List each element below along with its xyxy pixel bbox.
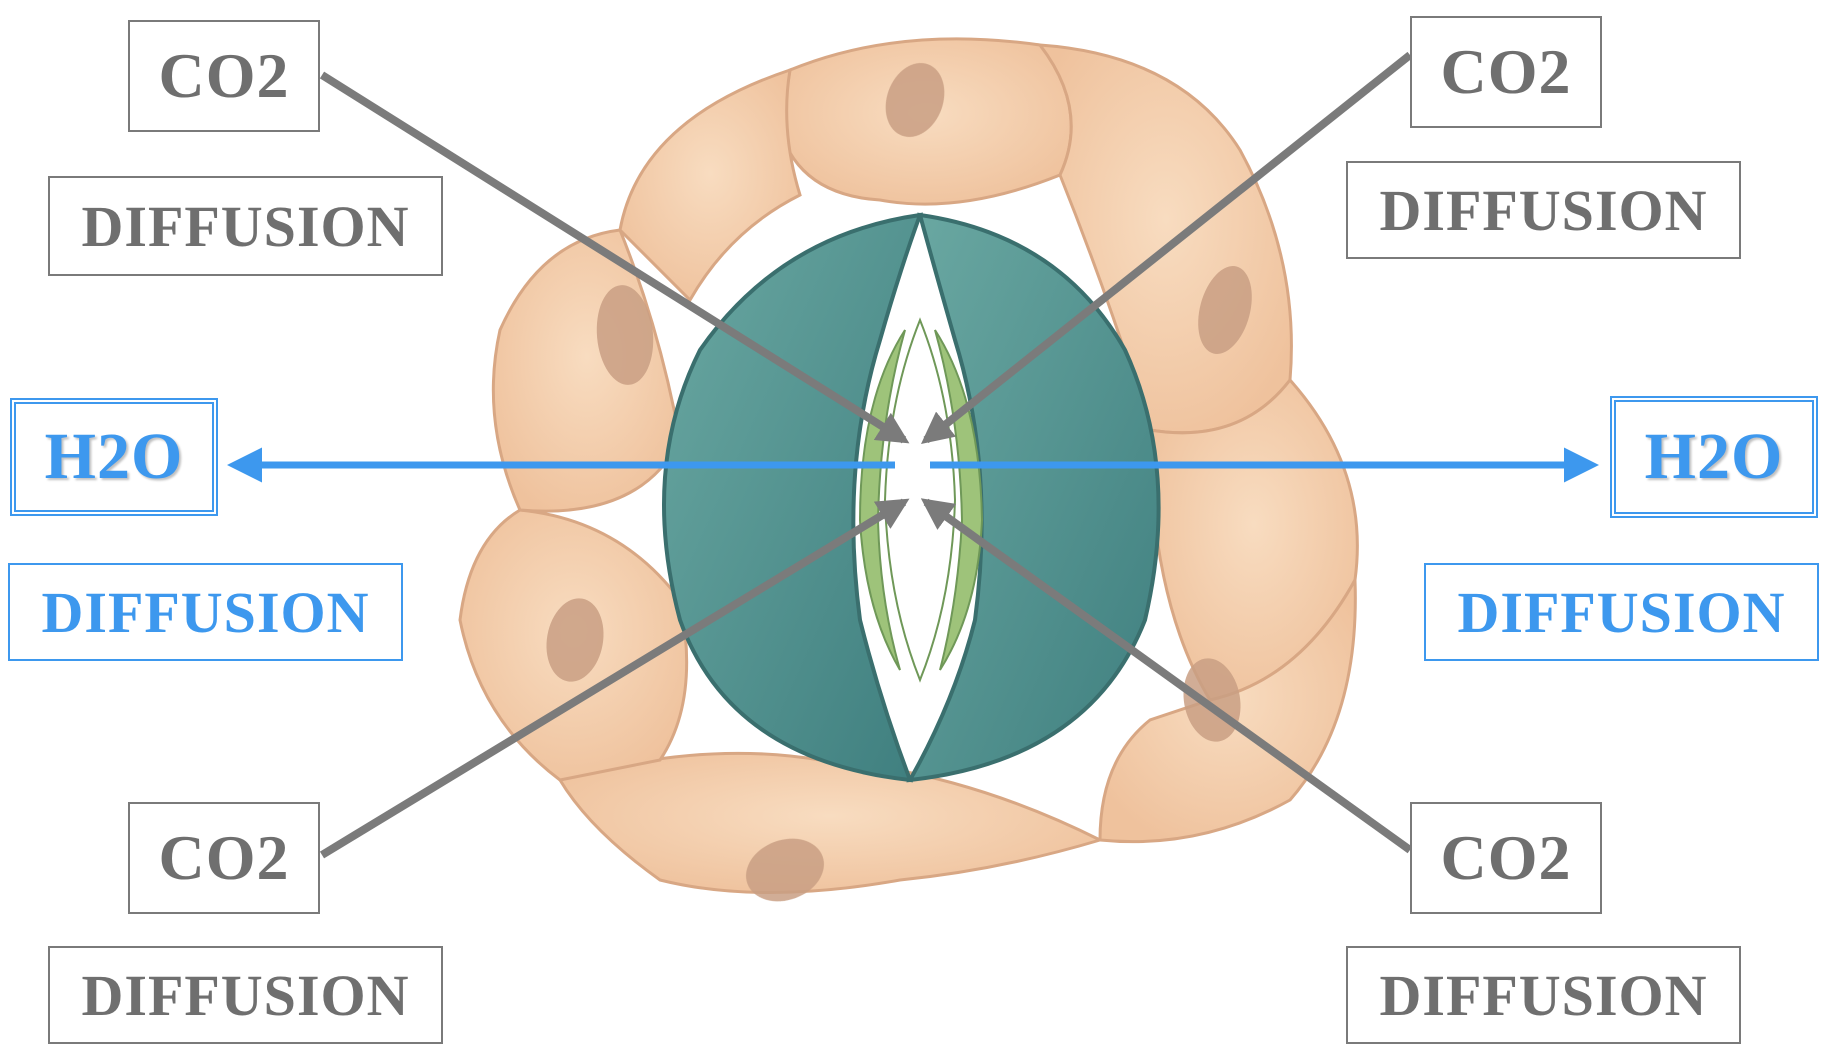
diffusion-label-bottom-right: DIFFUSION	[1346, 946, 1741, 1044]
epidermal-cell-left	[493, 230, 680, 511]
diffusion-label-mid-right: DIFFUSION	[1424, 563, 1819, 661]
diffusion-label-mid-left: DIFFUSION	[8, 563, 403, 661]
h2o-label-left: H2O	[10, 398, 218, 516]
co2-label-top-right: CO2	[1410, 16, 1602, 128]
h2o-label-right: H2O	[1610, 396, 1818, 518]
diffusion-label-bottom-left: DIFFUSION	[48, 946, 443, 1044]
diffusion-label-top-right: DIFFUSION	[1346, 161, 1741, 259]
co2-label-top-left: CO2	[128, 20, 320, 132]
stomatal-pore	[885, 320, 955, 680]
epidermal-cell-top-left	[620, 70, 800, 300]
diffusion-label-top-left: DIFFUSION	[48, 176, 443, 276]
epidermal-cell-bottom	[560, 753, 1100, 892]
co2-label-bottom-right: CO2	[1410, 802, 1602, 914]
guard-cell-left	[664, 215, 920, 780]
co2-label-bottom-left: CO2	[128, 802, 320, 914]
